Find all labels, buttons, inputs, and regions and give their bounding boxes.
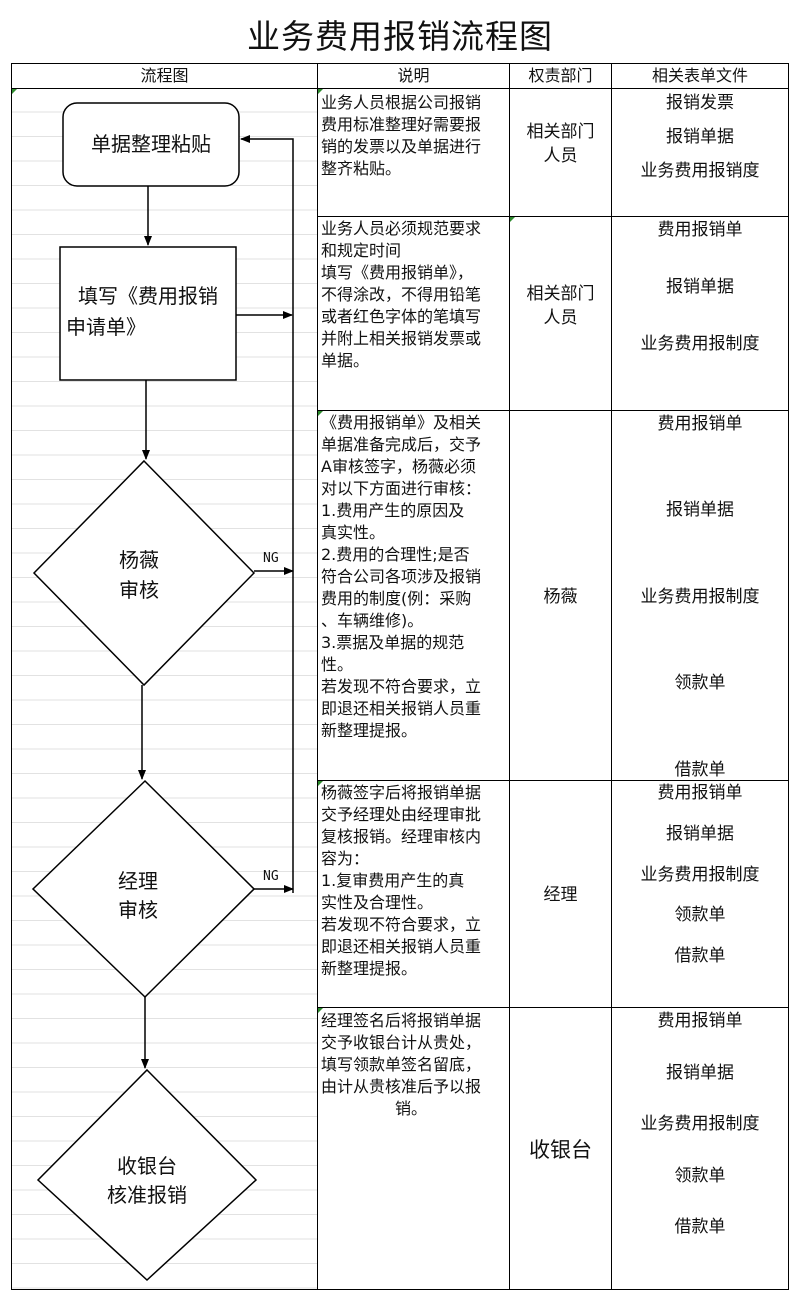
page-title: 业务费用报销流程图: [247, 17, 553, 56]
row3-form-1: 费用报销单: [657, 414, 743, 434]
table-right-border: [788, 63, 789, 1290]
node-yangwei-review: [32, 459, 256, 687]
row-divider: [317, 216, 789, 217]
row-divider: [317, 1007, 789, 1008]
row-divider: [317, 410, 789, 411]
row5-form-2: 报销单据: [666, 1063, 734, 1083]
ng-label-1: NG: [263, 551, 279, 566]
node-cashier-label-1: 收银台: [117, 1154, 177, 1178]
row5-form-4: 领款单: [674, 1166, 726, 1186]
header-flow: 流程图: [140, 66, 189, 85]
row3-form-4: 领款单: [674, 673, 726, 693]
header-forms: 相关表单文件: [651, 66, 748, 85]
row3-form-3: 业务费用报制度: [640, 587, 760, 607]
row4-form-1: 费用报销单: [657, 783, 743, 803]
node-fill-form-label-2: 申请单》: [66, 315, 146, 339]
row2-department: 相关部门人员: [526, 284, 595, 328]
ng-label-2: NG: [263, 869, 279, 884]
header-department: 权责部门: [528, 66, 593, 85]
row2-form-3: 业务费用报制度: [640, 334, 760, 354]
node-manager-label-1: 经理: [118, 869, 158, 893]
row1-form-3: 业务费用报销度: [640, 161, 760, 181]
header-description: 说明: [397, 66, 430, 85]
table-top-border: [11, 63, 789, 64]
row4-department: 经理: [543, 885, 578, 905]
row5-form-1: 费用报销单: [657, 1011, 743, 1031]
cell-marker: [318, 1008, 323, 1013]
row4-form-2: 报销单据: [666, 824, 734, 844]
col-divider-dept: [611, 63, 612, 1290]
node-yangwei-label-1: 杨薇: [119, 548, 159, 572]
node-fill-form-label-1: 填写《费用报销: [78, 284, 218, 308]
row1-description: 业务人员根据公司报销费用标准整理好需要报销的发票以及单据进行整齐粘贴。: [321, 93, 482, 178]
row1-form-1: 报销发票: [666, 93, 734, 113]
row1-form-2: 报销单据: [666, 127, 734, 147]
row2-description: 业务人员必须规范要求和规定时间填写《费用报销单》，不得涂改，不得用铅笔或者红色字…: [321, 219, 482, 370]
row5-description: 经理签名后将报销单据交予收银台计从贵处，填写领款单签名留底，由计从贵核准后予以报…: [321, 1011, 482, 1118]
row4-form-4: 领款单: [674, 905, 726, 925]
cell-marker: [318, 411, 323, 416]
col-divider-flow: [317, 63, 318, 1290]
return-line: [290, 138, 294, 893]
node-yangwei-label-2: 审核: [119, 578, 159, 602]
row5-department: 收银台: [529, 1138, 592, 1162]
col-divider-desc: [509, 63, 510, 1290]
row3-form-2: 报销单据: [666, 500, 734, 520]
row3-form-5: 借款单: [674, 760, 726, 780]
cell-marker: [510, 217, 515, 222]
table-left-border: [11, 63, 12, 1290]
node-fill-form: [59, 246, 237, 381]
cell-marker: [318, 89, 323, 94]
node-cashier-label-2: 核准报销: [107, 1183, 187, 1207]
node-sort-receipts-label: 单据整理粘贴: [91, 132, 211, 156]
table-bottom-border: [11, 1289, 789, 1290]
node-cashier-approve: [36, 1068, 258, 1282]
row5-form-3: 业务费用报制度: [640, 1114, 760, 1134]
row2-form-2: 报销单据: [666, 277, 734, 297]
node-sort-receipts: [62, 102, 240, 187]
cell-marker: [12, 89, 17, 94]
row5-form-5: 借款单: [674, 1217, 726, 1237]
node-manager-label-2: 审核: [118, 898, 158, 922]
row1-department: 相关部门人员: [526, 122, 595, 166]
row-divider: [317, 780, 789, 781]
row4-description: 杨薇签字后将报销单据交予经理处由经理审批复核报销。经理审核内容为：1.复审费用产…: [321, 783, 482, 978]
cell-marker: [318, 781, 323, 786]
row4-form-5: 借款单: [674, 946, 726, 966]
row4-form-3: 业务费用报制度: [640, 865, 760, 885]
row2-form-1: 费用报销单: [657, 220, 743, 240]
row3-department: 杨薇: [543, 587, 578, 607]
header-bottom-border: [11, 88, 789, 89]
